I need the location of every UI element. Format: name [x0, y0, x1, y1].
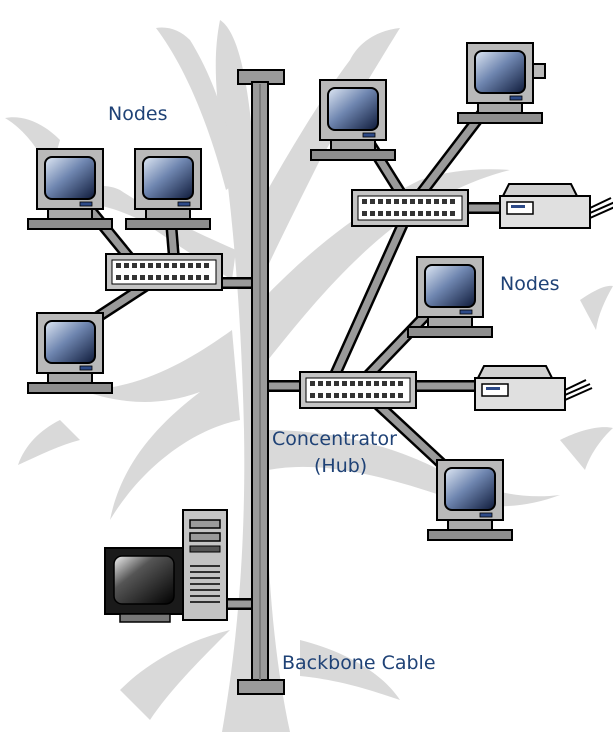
hub-top-right	[351, 189, 469, 227]
node-computer-3	[27, 312, 113, 394]
label-concentrator: Concentrator	[272, 428, 397, 450]
backbone-cable	[237, 69, 285, 695]
server-workstation	[104, 509, 228, 623]
label-backbone-cable: Backbone Cable	[282, 652, 436, 674]
hub-center	[299, 371, 417, 409]
node-computer-7	[427, 459, 513, 541]
printer-1	[499, 183, 613, 229]
printer-2	[474, 365, 593, 411]
hub-left	[105, 253, 223, 291]
label-nodes-right: Nodes	[500, 273, 560, 295]
node-computer-5	[457, 42, 543, 124]
monitor-side-port	[532, 63, 546, 79]
label-hub: (Hub)	[314, 455, 368, 477]
label-nodes-left: Nodes	[108, 103, 168, 125]
